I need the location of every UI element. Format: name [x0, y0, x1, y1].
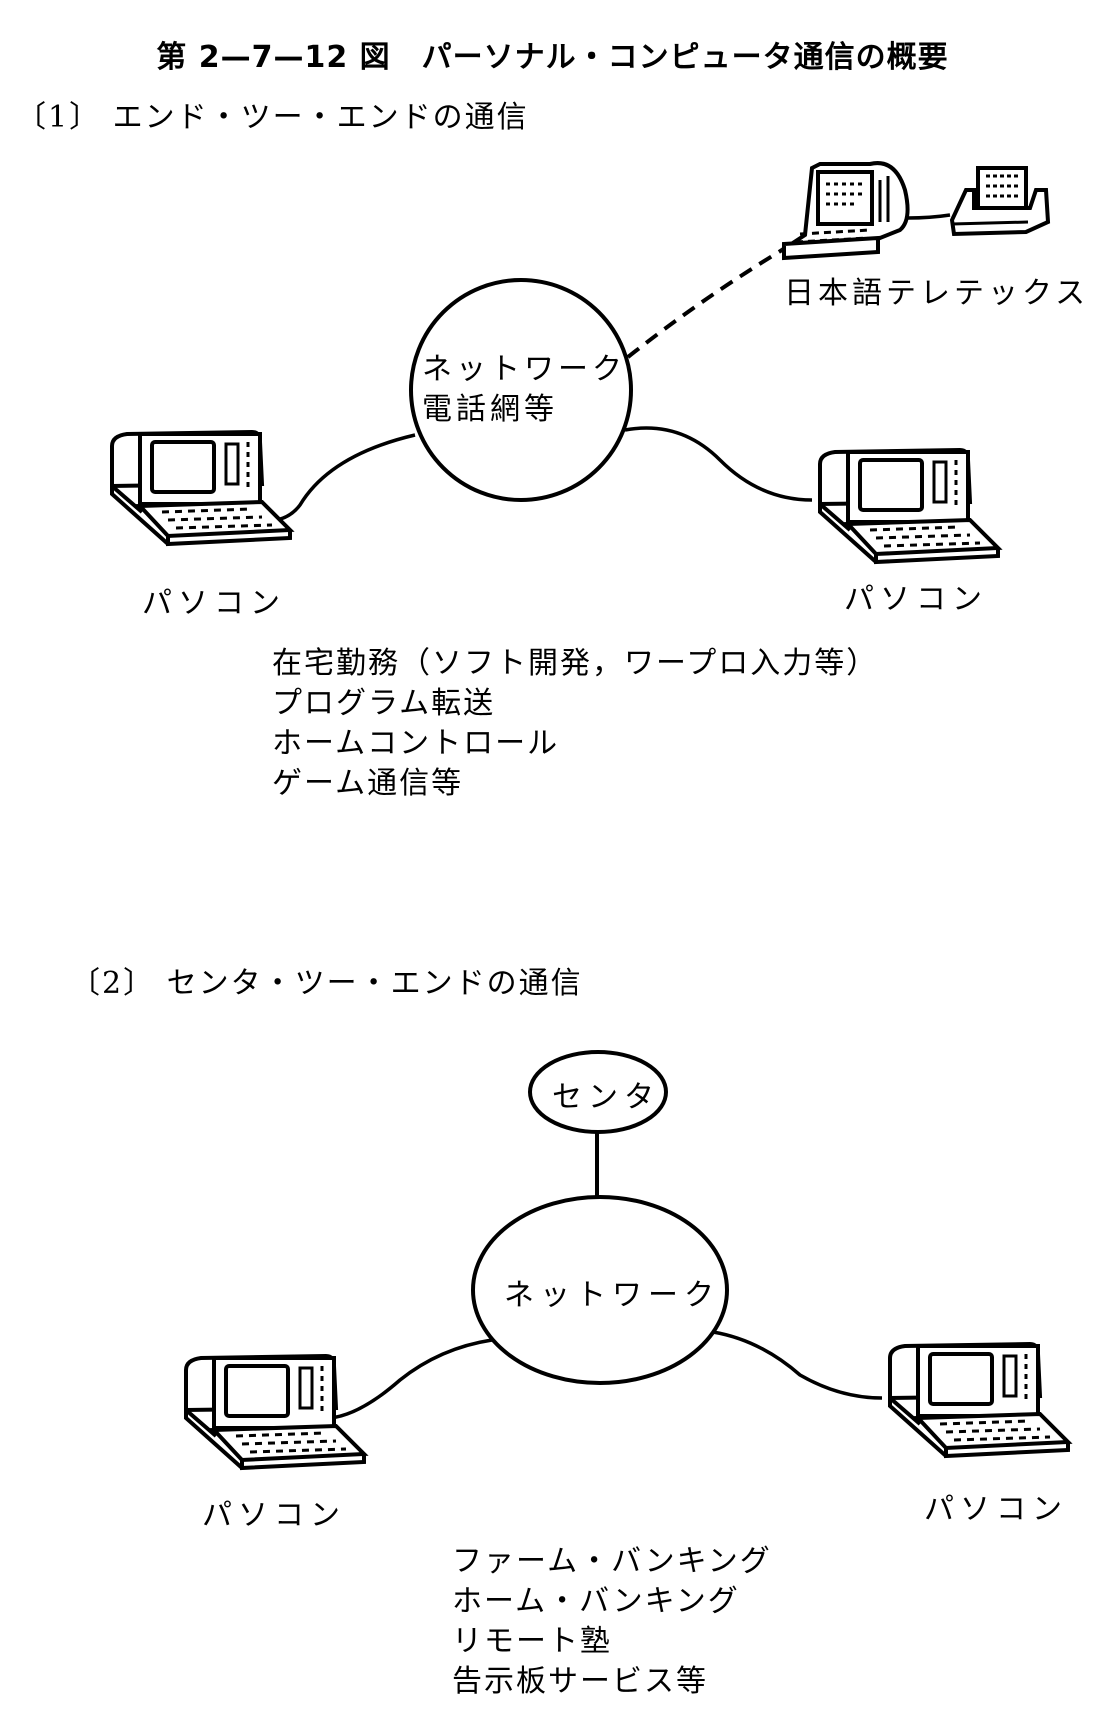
center-label: センタ — [552, 1080, 660, 1115]
link-left-pc-2 — [329, 1338, 493, 1420]
pc-right-icon — [818, 448, 1000, 564]
pc-left-icon-2 — [184, 1354, 366, 1470]
use-item: 在宅勤務（ソフト開発，ワープロ入力等） — [272, 646, 879, 681]
pc-left-label-2: パソコン — [202, 1498, 346, 1533]
section2-uses-list: ファーム・バンキング ホーム・バンキング リモート塾 告示板サービス等 — [452, 1542, 772, 1702]
use-item: ファーム・バンキング — [452, 1544, 772, 1579]
dashed-link-teletex — [626, 248, 784, 359]
network-circle — [409, 278, 633, 502]
section2-heading: 〔2〕 センタ・ツー・エンドの通信 — [70, 966, 583, 1001]
network-label: ネットワーク 電話網等 — [422, 350, 626, 430]
section1-uses-list: 在宅勤務（ソフト開発，ワープロ入力等） プログラム転送 ホームコントロール ゲー… — [272, 644, 878, 804]
section1-heading: 〔1〕 エンド・ツー・エンドの通信 — [16, 100, 529, 135]
use-item: プログラム転送 — [272, 686, 496, 721]
network-label-line1: ネットワーク — [422, 352, 626, 387]
use-item: ホーム・バンキング — [452, 1584, 740, 1619]
link-right-pc-2 — [712, 1330, 883, 1400]
pc-left-icon — [110, 430, 292, 546]
link-right-pc — [624, 426, 813, 502]
network-ellipse — [471, 1195, 729, 1385]
use-item: ゲーム通信等 — [272, 766, 464, 801]
figure-title: 第 2—7—12 図 パーソナル・コンピュータ通信の概要 — [156, 40, 949, 75]
use-item: ホームコントロール — [272, 726, 560, 761]
network-label-2: ネットワーク — [504, 1278, 720, 1313]
link-left-pc — [254, 433, 416, 523]
pc-right-icon-2 — [888, 1342, 1070, 1458]
use-item: リモート塾 — [452, 1624, 612, 1659]
teletex-terminal-icon — [780, 161, 951, 261]
network-label-line2: 電話網等 — [422, 392, 558, 427]
pc-right-label-2: パソコン — [924, 1492, 1068, 1527]
use-item: 告示板サービス等 — [452, 1664, 708, 1699]
teletex-label: 日本語テレテックス — [784, 276, 1090, 311]
pc-left-label: パソコン — [142, 586, 286, 621]
printer-icon — [949, 166, 1051, 237]
pc-right-label: パソコン — [844, 582, 988, 617]
